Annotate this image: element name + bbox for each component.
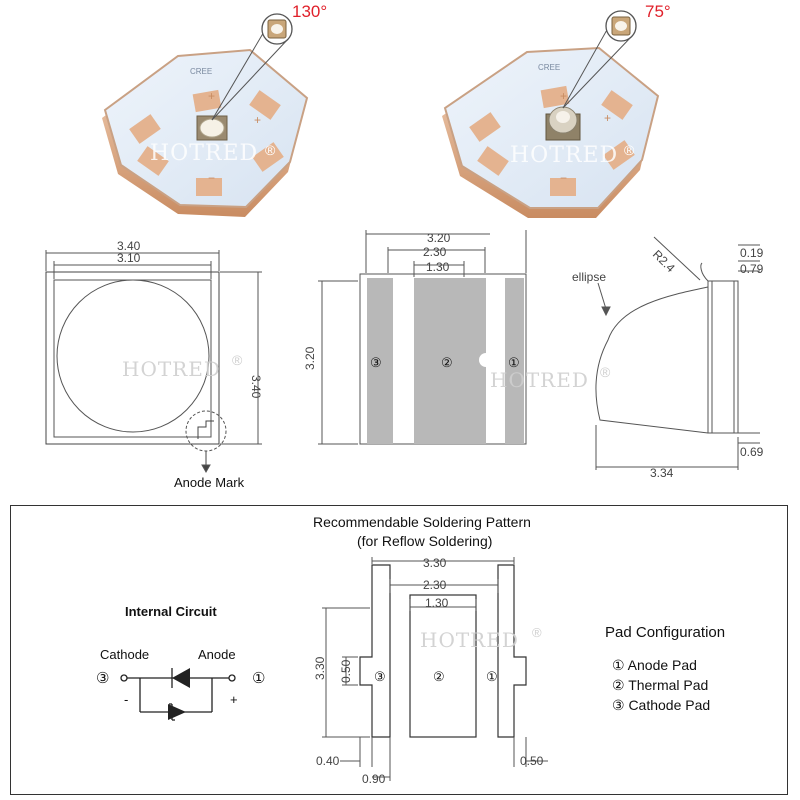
- side-view-t3: 0.69: [740, 445, 764, 459]
- soldering-pattern-drawing: 3.30 2.30 1.30 3.30 0.50 0.40 0.90 0.50 …: [313, 556, 548, 786]
- side-view-t2: 0.79: [740, 262, 764, 276]
- soldering-subtitle: (for Reflow Soldering): [357, 533, 493, 549]
- bottom-pad-1: ①: [508, 355, 520, 370]
- watermark-top-view: HOTRED: [122, 357, 221, 381]
- soldering-panel: [10, 505, 788, 795]
- pad-config-item-thermal: ② Thermal Pad: [612, 677, 709, 693]
- bottom-view-drawing: 3.20 2.30 1.30 3.20 ③ ② ① HOTRED ®: [303, 230, 611, 445]
- bottom-pad-2: ②: [441, 355, 453, 370]
- board-marking-right: CREE: [538, 63, 560, 72]
- anode-number: ①: [252, 670, 266, 687]
- solder-pad-2: ②: [433, 669, 445, 684]
- svg-text:−: −: [208, 171, 215, 185]
- minus-sign: -: [124, 692, 129, 707]
- watermark-soldering: HOTRED: [420, 628, 519, 652]
- bottom-view-pad-span: 2.30: [423, 245, 447, 259]
- beam-angle-right: 75°: [645, 2, 671, 21]
- pad-config-list: ① Anode Pad ② Thermal Pad ③ Cathode Pad: [612, 657, 710, 717]
- top-view-inner-width: 3.10: [117, 251, 141, 265]
- pad-config-item-cathode: ③ Cathode Pad: [612, 697, 711, 713]
- svg-text:+: +: [604, 111, 611, 125]
- svg-text:+: +: [208, 89, 215, 103]
- internal-circuit-title: Internal Circuit: [125, 604, 217, 619]
- zener-diode-symbol: [168, 704, 186, 720]
- cathode-number: ③: [96, 670, 110, 687]
- anode-mark-label: Anode Mark: [174, 475, 245, 490]
- registered-top-view: ®: [232, 352, 243, 368]
- cathode-label: Cathode: [100, 647, 150, 662]
- registered-soldering: ®: [532, 625, 542, 640]
- soldering-title: Recommendable Soldering Pattern: [313, 514, 531, 530]
- bottom-view-height: 3.20: [303, 346, 317, 370]
- brand-watermark-left: HOTRED: [150, 141, 258, 166]
- bottom-view-center-width: 1.30: [426, 260, 450, 274]
- left-star-board: CREE + + − HOTRED ®: [102, 48, 309, 217]
- svg-text:+: +: [560, 89, 567, 103]
- pad-config-title: Pad Configuration: [605, 624, 726, 641]
- top-view-height: 3.40: [249, 375, 263, 399]
- svg-text:−: −: [560, 171, 567, 185]
- right-callout: [562, 10, 637, 109]
- led-diode-symbol: [172, 668, 190, 688]
- solder-width-inner: 1.30: [425, 596, 449, 610]
- side-view-radius: R2.4: [650, 247, 678, 275]
- solder-pad-1: ①: [486, 669, 498, 684]
- board-marking-left: CREE: [190, 67, 212, 76]
- svg-text:+: +: [254, 113, 261, 127]
- plus-sign: +: [230, 692, 238, 707]
- anode-label: Anode: [198, 647, 236, 662]
- pad-config-item-anode: ① Anode Pad: [612, 657, 697, 673]
- solder-pad-height: 0.50: [339, 659, 353, 683]
- internal-circuit-diagram: [120, 668, 236, 721]
- side-view-t1: 0.19: [740, 246, 764, 260]
- beam-angle-left: 130°: [292, 2, 328, 21]
- top-view-drawing: [45, 250, 262, 474]
- solder-height: 3.30: [313, 656, 327, 680]
- solder-pad-3: ③: [374, 669, 386, 684]
- side-view-drawing: [595, 236, 760, 470]
- top-view-outer-width: 3.40: [117, 239, 141, 253]
- led-photos: CREE + + − HOTRED ® CREE + + − HOTRED ®: [102, 10, 660, 218]
- svg-text:®: ®: [265, 142, 276, 158]
- solder-offset: 0.90: [362, 772, 386, 786]
- svg-text:®: ®: [624, 142, 635, 158]
- solder-gap-right: 0.50: [520, 754, 544, 768]
- bottom-pad-3: ③: [370, 355, 382, 370]
- bottom-view-width: 3.20: [427, 231, 451, 245]
- solder-width-outer: 3.30: [423, 556, 447, 570]
- side-view-length: 3.34: [650, 466, 674, 480]
- left-callout: [211, 13, 293, 121]
- solder-gap-left: 0.40: [316, 754, 340, 768]
- solder-width-mid: 2.30: [423, 578, 447, 592]
- registered-bottom-view: ®: [600, 364, 611, 380]
- brand-watermark-right: HOTRED: [510, 143, 618, 168]
- watermark-bottom-view: HOTRED: [490, 368, 589, 392]
- ellipse-label: ellipse: [572, 270, 606, 284]
- dimension-drawings: 3.40 3.10 3.40 Anode Mark HOTRED ® 3.20 …: [45, 230, 764, 490]
- right-star-board: CREE + + − HOTRED ®: [442, 46, 660, 218]
